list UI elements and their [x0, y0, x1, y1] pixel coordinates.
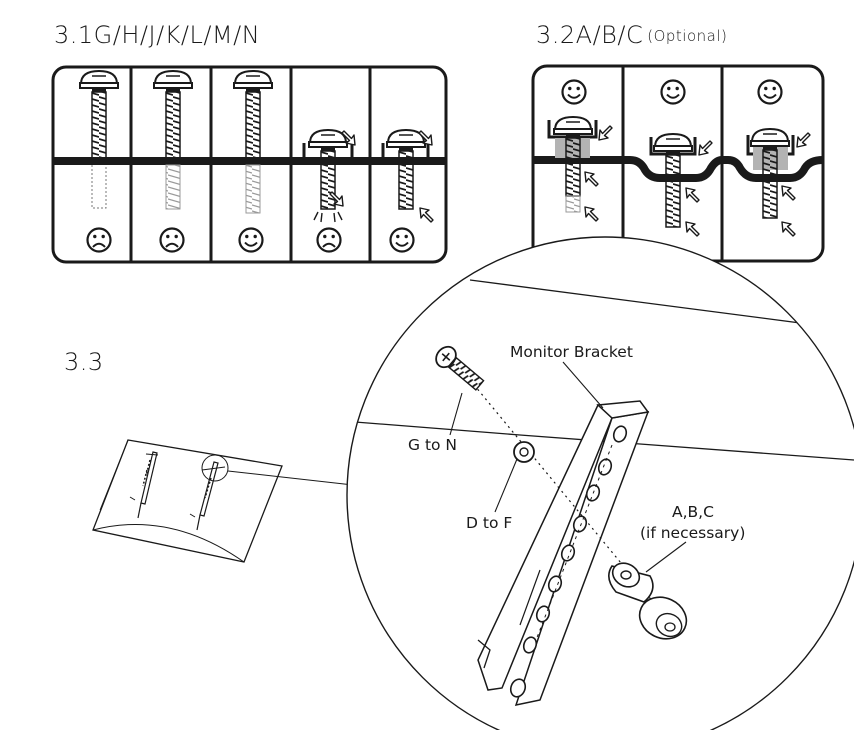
- spacer-icon: [608, 562, 654, 603]
- happy-face-icon: [561, 79, 587, 105]
- section-3-1-panel-group: [51, 65, 448, 264]
- screw-range-label: G to N: [408, 436, 457, 454]
- happy-face-icon: [757, 79, 783, 105]
- monitor-bracket-label: Monitor Bracket: [510, 343, 633, 361]
- screw-icon: [233, 70, 273, 163]
- magnified-detail: Monitor Bracket G to N D to F A,B,C (if …: [346, 236, 854, 730]
- screw-icon: [386, 129, 426, 210]
- section-3-1-title: 3.1G/H/J/K/L/M/N: [54, 21, 260, 49]
- section-3-2-title: 3.2A/B/C(Optional): [536, 21, 727, 49]
- screw-icon: [153, 70, 193, 163]
- tv-panel-illustration: [92, 439, 354, 563]
- sad-face-icon: [159, 227, 185, 253]
- screw-icon: [750, 128, 790, 219]
- spacer-range-label: A,B,C: [672, 503, 714, 521]
- screw-icon: [653, 133, 693, 228]
- screw-icon: [435, 345, 485, 391]
- sad-face-icon: [86, 227, 112, 253]
- screw-icon: [79, 70, 119, 163]
- spacer-note-label: (if necessary): [640, 524, 745, 542]
- sad-face-icon: [316, 227, 342, 253]
- washer-range-label: D to F: [466, 514, 512, 532]
- spacer-icon: [638, 596, 688, 640]
- happy-face-icon: [238, 227, 264, 253]
- happy-face-icon: [389, 227, 415, 253]
- section-3-3-title: 3.3: [64, 348, 104, 376]
- washer-icon: [513, 441, 535, 463]
- section-3-2-panel-group: [531, 64, 825, 263]
- happy-face-icon: [660, 79, 686, 105]
